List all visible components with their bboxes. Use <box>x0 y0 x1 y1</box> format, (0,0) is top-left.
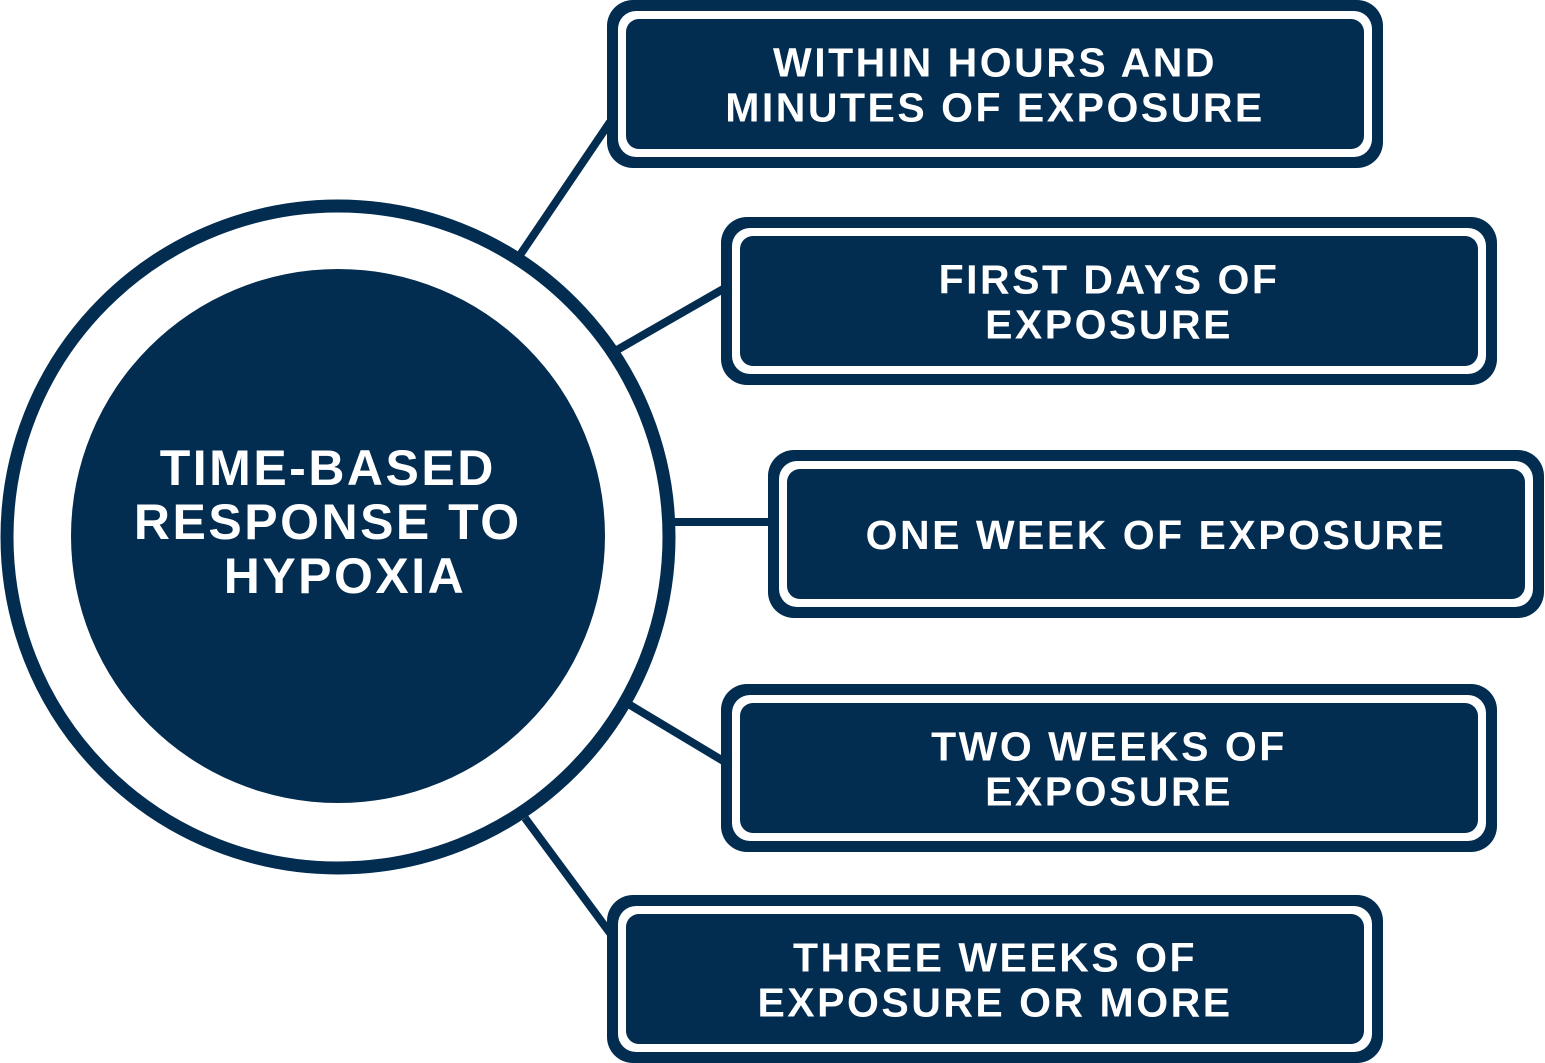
stage-label-line: EXPOSURE OR MORE <box>757 980 1232 1026</box>
stage-label-line: FIRST DAYS OF <box>939 257 1280 303</box>
stage-label-line: ONE WEEK OF EXPOSURE <box>866 512 1447 558</box>
connector-2 <box>615 284 727 354</box>
stage-label-line: WITHIN HOURS AND <box>773 40 1217 86</box>
stage-box-inner <box>787 469 1525 599</box>
stage-box-inner <box>626 914 1364 1044</box>
stage-label: ONE WEEK OF EXPOSURE <box>866 512 1447 558</box>
stage-label-line: EXPOSURE <box>985 769 1233 815</box>
stage-label-line: TWO WEEKS OF <box>931 724 1287 770</box>
center-title: TIME-BASED RESPONSE TO HYPOXIA <box>134 440 538 604</box>
center-title-line: HYPOXIA <box>224 548 467 604</box>
stage-box-3: ONE WEEK OF EXPOSURE <box>768 450 1544 618</box>
connector-4 <box>627 701 728 766</box>
connector-1 <box>516 119 614 258</box>
stage-box-inner <box>740 236 1478 366</box>
stage-label-line: EXPOSURE <box>985 302 1233 348</box>
center-title-line: RESPONSE TO <box>134 494 522 550</box>
stage-box-inner <box>740 703 1478 833</box>
connector-5 <box>521 815 614 936</box>
stage-label-line: MINUTES OF EXPOSURE <box>725 85 1265 131</box>
stage-label-line: THREE WEEKS OF <box>793 935 1197 981</box>
center-title-line: TIME-BASED <box>160 440 496 496</box>
center-circle <box>71 269 605 803</box>
stage-box-inner <box>626 19 1364 149</box>
connectors <box>516 119 772 936</box>
